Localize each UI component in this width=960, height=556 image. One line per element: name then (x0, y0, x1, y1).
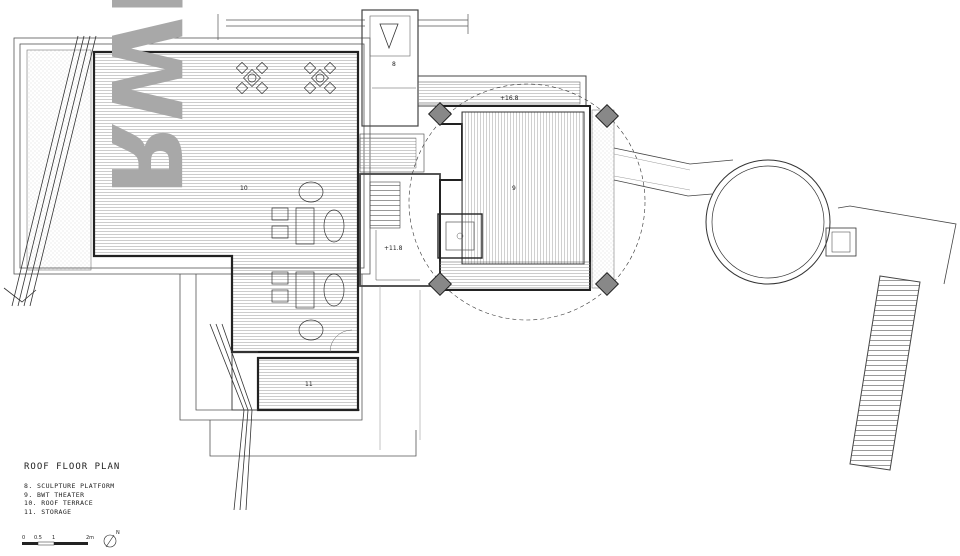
room-number-9: 9 (512, 185, 516, 192)
svg-text:2m: 2m (86, 535, 94, 541)
roof-logo: RWP (89, 0, 201, 196)
legend-item: 8. SCULPTURE PLATFORM (24, 482, 115, 490)
top-railing (217, 14, 469, 40)
level-mark-upper: +16.8 (500, 95, 519, 102)
room-number-10: 10 (240, 185, 248, 192)
legend-item: 9. BWT THEATER (24, 490, 85, 499)
plan-title: ROOF FLOOR PLAN (24, 462, 121, 472)
legend-item: 10. ROOF TERRACE (24, 499, 94, 508)
legend-item: 11. STORAGE (24, 507, 72, 516)
legend: ROOF FLOOR PLAN 8. SCULPTURE PLATFORM 9.… (24, 462, 120, 516)
west-diagonal-stairs (3, 35, 253, 511)
table-set (303, 61, 337, 95)
scale-bar: 0 0.5 1 2m (22, 535, 94, 546)
svg-text:0: 0 (22, 535, 25, 541)
stair-hall (359, 173, 441, 450)
svg-text:0.5: 0.5 (34, 535, 42, 541)
walkway-north (359, 75, 587, 173)
level-mark-lower: +11.8 (384, 245, 403, 252)
east-staircase (837, 205, 957, 471)
svg-text:1: 1 (52, 535, 55, 541)
table-set (235, 61, 269, 95)
svg-text:N: N (116, 530, 120, 536)
planter-strip (26, 49, 92, 271)
room-number-11: 11 (305, 381, 313, 388)
north-arrow-icon: N (103, 530, 120, 548)
sculpture-platform (361, 9, 419, 127)
theater (437, 105, 615, 291)
theater-circle (408, 83, 646, 321)
bridge-east (613, 147, 734, 197)
theater-columns (427, 101, 620, 297)
round-platform (705, 159, 857, 285)
furniture (235, 61, 345, 341)
storage-room (256, 356, 360, 412)
room-number-8: 8 (392, 61, 396, 68)
